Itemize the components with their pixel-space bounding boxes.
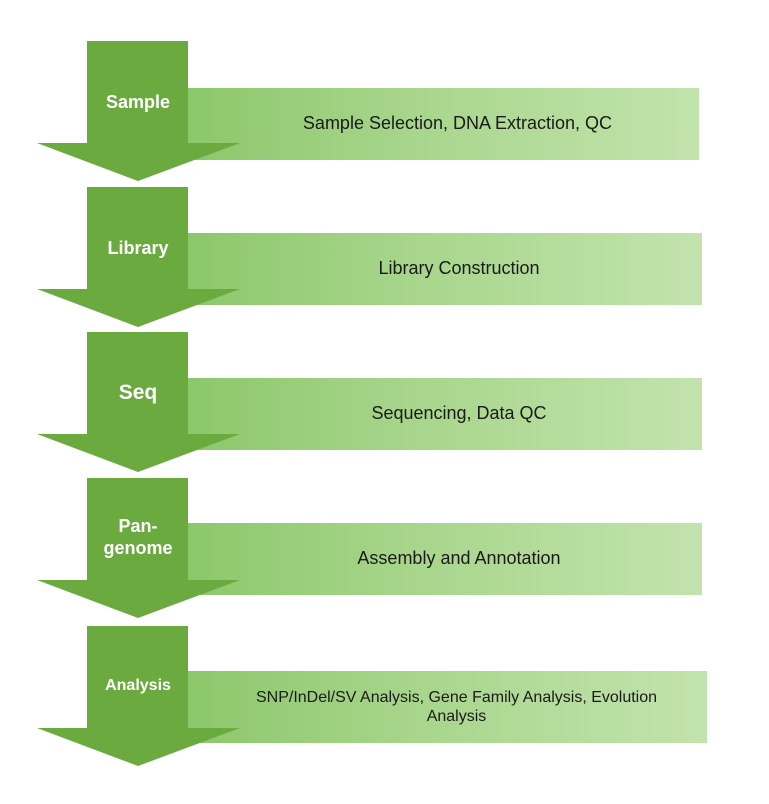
step-description-bar: Sequencing, Data QC — [186, 378, 702, 450]
step-arrow-shape — [37, 187, 240, 327]
step-description-bar: SNP/InDel/SV Analysis, Gene Family Analy… — [186, 671, 707, 743]
workflow-step-analysis: SNP/InDel/SV Analysis, Gene Family Analy… — [0, 625, 769, 767]
step-arrow-shape — [37, 478, 240, 618]
step-arrow-shape — [37, 626, 240, 766]
step-description: Library Construction — [378, 258, 540, 279]
step-description: SNP/InDel/SV Analysis, Gene Family Analy… — [255, 688, 658, 725]
step-description-bar: Library Construction — [186, 233, 702, 305]
step-description: Assembly and Annotation — [357, 548, 561, 569]
step-label: Seq — [118, 381, 158, 404]
step-label: Pan- genome — [103, 516, 173, 558]
step-description-bar: Assembly and Annotation — [186, 523, 702, 595]
step-arrow-shape — [37, 41, 240, 181]
step-label: Library — [107, 238, 169, 258]
step-arrow-shape — [37, 332, 240, 472]
step-label: Sample — [105, 92, 171, 112]
workflow-step-sample: Sample Selection, DNA Extraction, QC Sam… — [0, 41, 769, 181]
workflow-step-seq: Sequencing, Data QC Seq — [0, 332, 769, 472]
workflow-step-library: Library Construction Library — [0, 187, 769, 327]
step-label: Analysis — [105, 677, 171, 694]
step-description-bar: Sample Selection, DNA Extraction, QC — [186, 88, 699, 160]
workflow-step-pan-genome: Assembly and Annotation Pan- genome — [0, 478, 769, 618]
step-description: Sample Selection, DNA Extraction, QC — [302, 113, 613, 134]
step-description: Sequencing, Data QC — [371, 403, 547, 424]
